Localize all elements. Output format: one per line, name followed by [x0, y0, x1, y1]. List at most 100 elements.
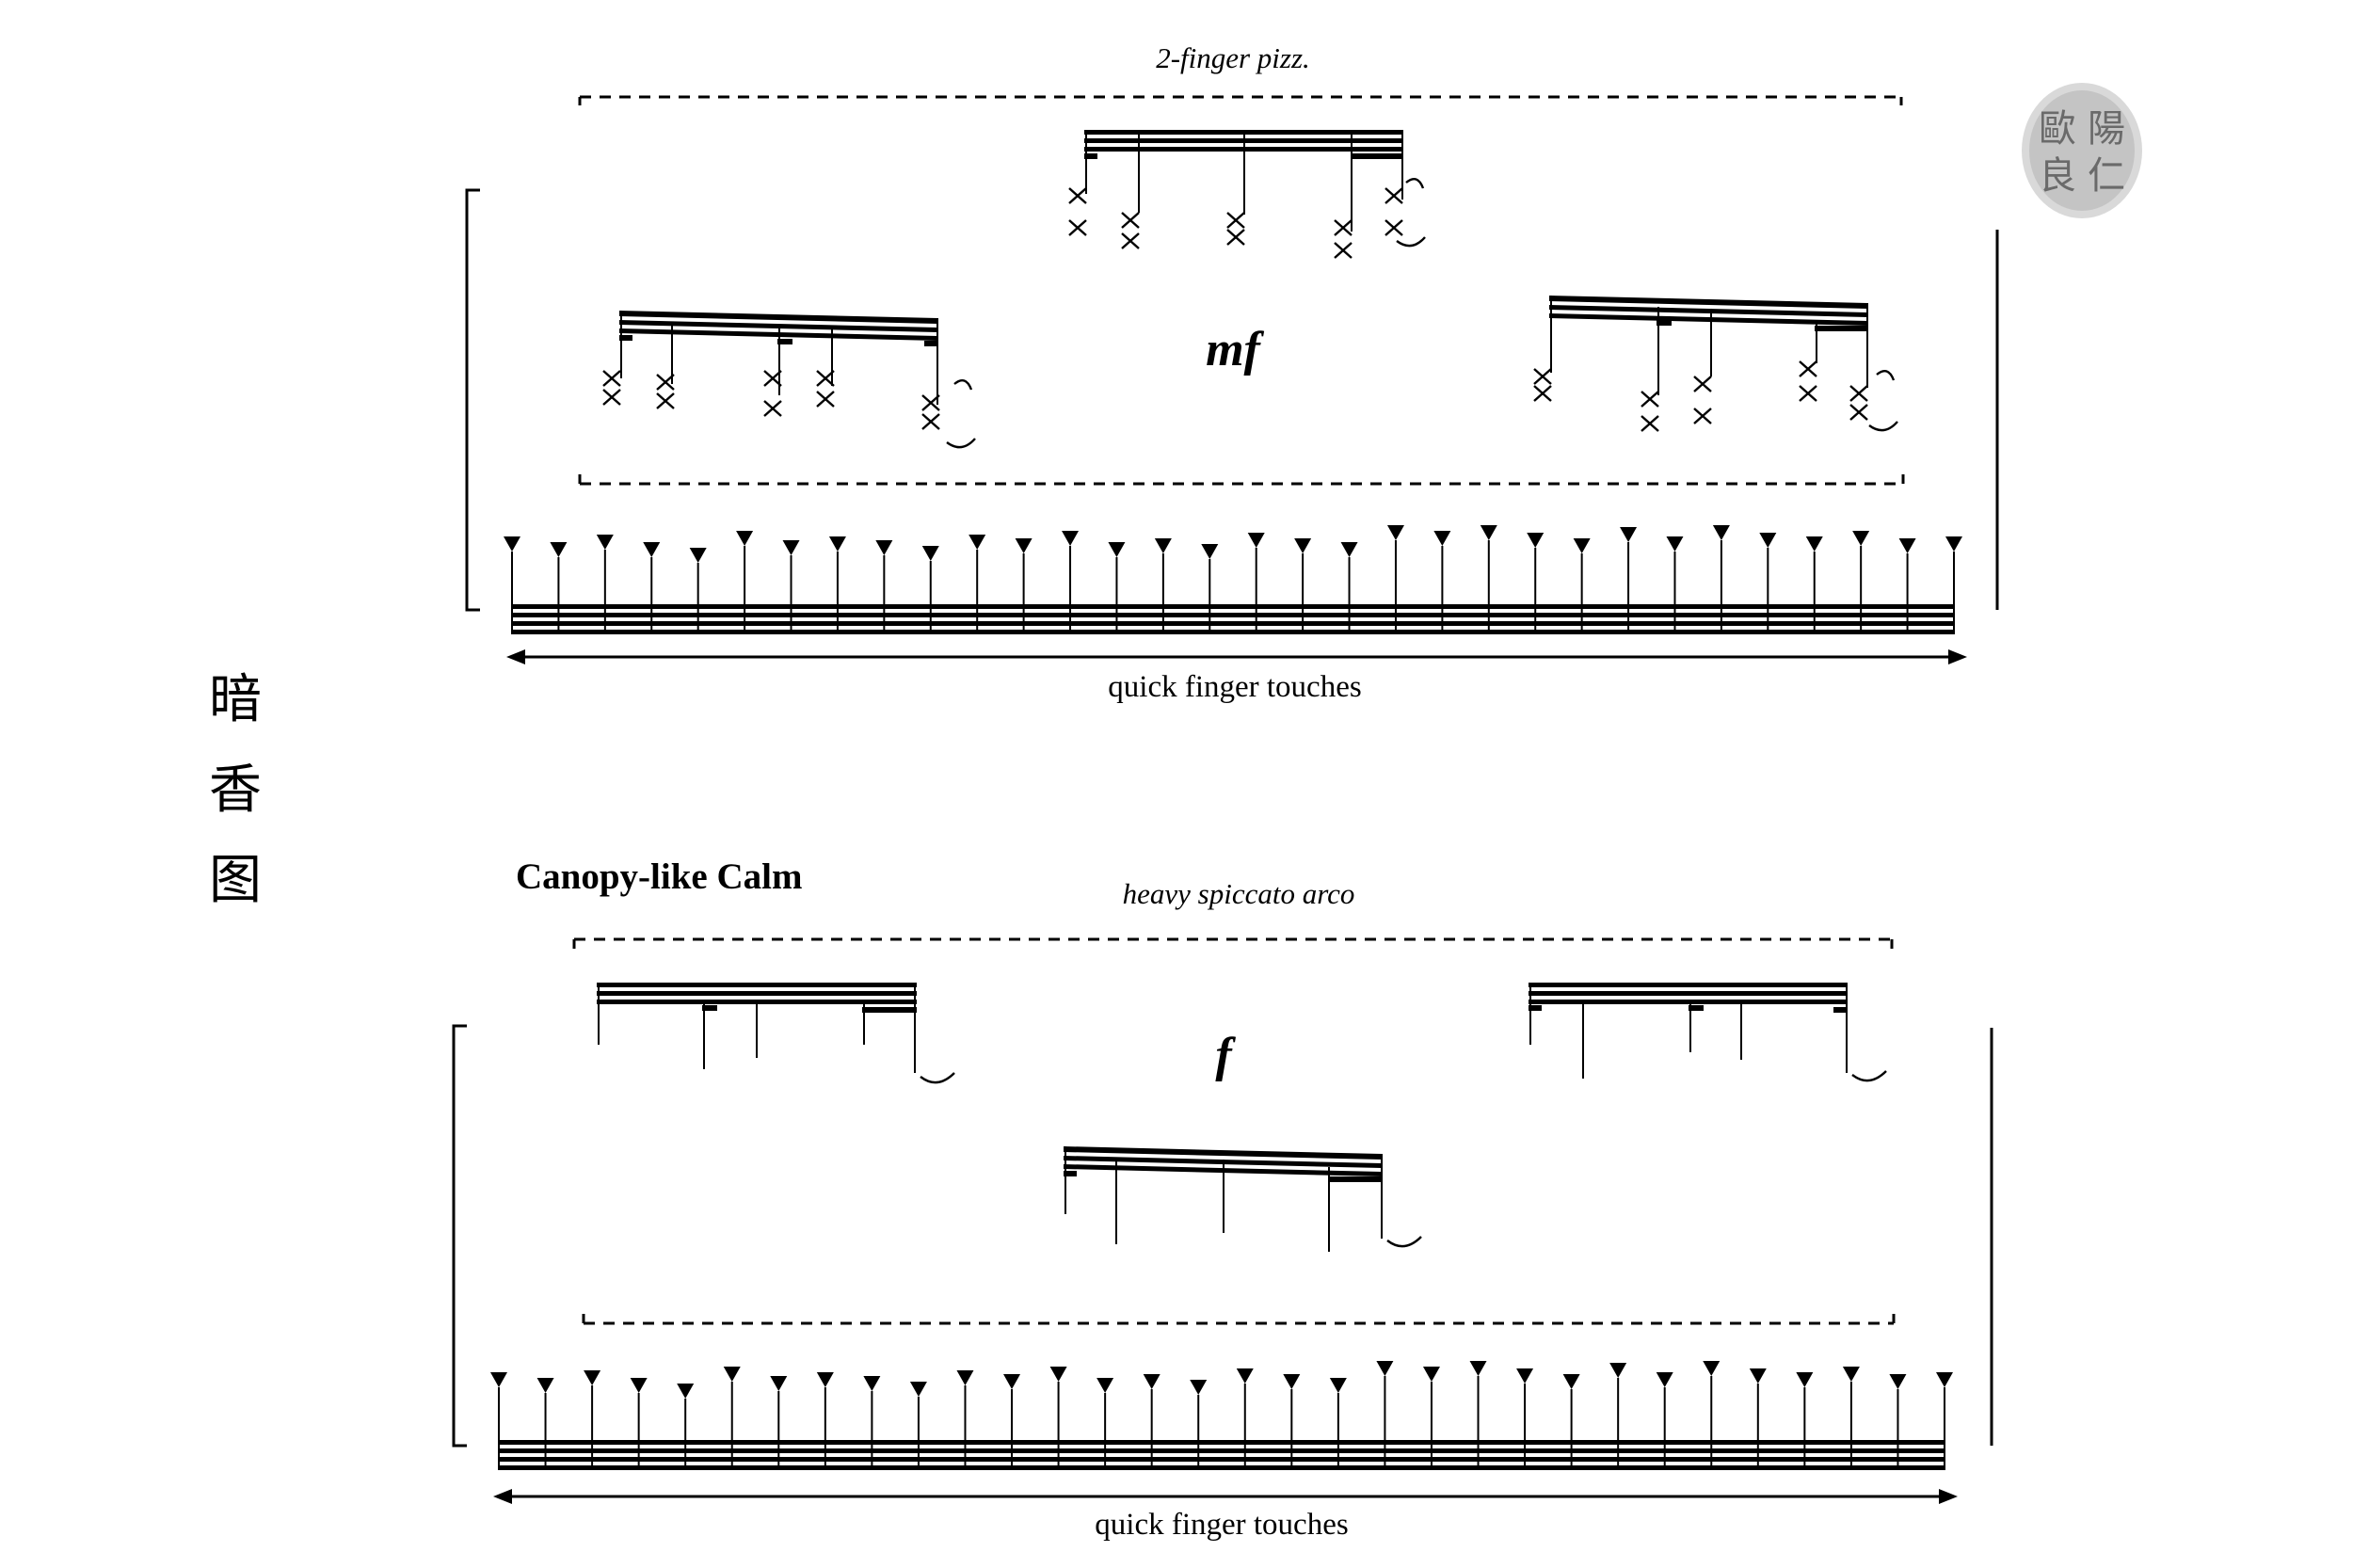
bottom-label: quick finger touches [1095, 1508, 1348, 1542]
tap-notehead [1433, 531, 1451, 546]
tap-notehead [921, 546, 939, 561]
tap-notehead [770, 1376, 788, 1391]
dynamic-marking: mf [1206, 323, 1264, 376]
tap-notehead [1283, 1374, 1301, 1389]
tap-notehead [1154, 538, 1172, 553]
seal-char-2: 陽 [2088, 107, 2125, 151]
beamed-figure-right [1529, 983, 1887, 1082]
staff-beam [512, 613, 1954, 617]
tap-notehead [909, 1382, 927, 1397]
staff-beam [499, 1448, 1945, 1453]
tap-notehead [1340, 542, 1358, 557]
staff-beam [499, 1440, 1945, 1445]
duration-arrow [493, 1489, 1958, 1504]
tap-notehead [677, 1384, 695, 1399]
tap-notehead [1469, 1361, 1487, 1376]
tap-notehead [1666, 536, 1684, 552]
tap-notehead [1656, 1372, 1673, 1387]
tap-notehead [1516, 1368, 1534, 1384]
tap-notehead [504, 536, 520, 552]
tap-figure [490, 1361, 1953, 1470]
tap-notehead [1329, 1378, 1347, 1393]
tap-notehead [643, 542, 661, 557]
side-title-char-2: 香 [209, 760, 262, 821]
tap-notehead [816, 1372, 834, 1387]
staff-beam [512, 604, 1954, 609]
beamed-figure-right [1533, 296, 1898, 432]
x-noteheads [1068, 177, 1426, 259]
side-title-char-3: 图 [209, 850, 262, 911]
side-title: 暗 香 图 [209, 669, 262, 911]
tap-notehead [536, 1378, 554, 1393]
staff-beam [512, 621, 1954, 626]
tap-notehead [1620, 527, 1638, 542]
tap-notehead [596, 535, 614, 550]
system-bracket-left [465, 188, 480, 612]
tap-notehead [1609, 1363, 1627, 1378]
tap-notehead [1003, 1374, 1021, 1389]
tap-notehead [1236, 1368, 1254, 1384]
system-1: 2-finger pizz. mf [465, 41, 1999, 704]
seal-stamp: 歐 陽 良 仁 [2022, 83, 2142, 218]
tap-notehead [1842, 1367, 1860, 1382]
beamed-figure-left [597, 983, 955, 1084]
tap-notehead [1898, 538, 1916, 553]
staff-beam [512, 630, 1954, 634]
tap-notehead [1573, 538, 1591, 553]
x-noteheads [1533, 360, 1898, 432]
tap-notehead [1190, 1380, 1208, 1395]
tap-notehead [1108, 542, 1126, 557]
tap-notehead [1749, 1368, 1767, 1384]
tap-notehead [1143, 1374, 1160, 1389]
tap-notehead [1712, 525, 1730, 540]
beamed-figure-left [602, 311, 976, 449]
technique-label: heavy spiccato arco [1123, 877, 1355, 910]
tap-notehead [584, 1370, 601, 1385]
tap-notehead [1480, 525, 1497, 540]
tap-notehead [1703, 1361, 1721, 1376]
system-bracket-left [452, 1024, 467, 1448]
tap-notehead [828, 536, 846, 552]
tap-notehead [1201, 544, 1219, 559]
tap-notehead [1527, 533, 1545, 548]
technique-label: 2-finger pizz. [1156, 41, 1310, 74]
tap-notehead [1386, 525, 1404, 540]
side-title-char-1: 暗 [209, 669, 262, 730]
tap-notehead [1376, 1361, 1394, 1376]
tap-notehead [968, 535, 986, 550]
system-2: Canopy-like Calm heavy spiccato arco f [452, 856, 1993, 1542]
beamed-figure-center [1064, 1146, 1422, 1252]
tap-notehead [1096, 1378, 1114, 1393]
section-title: Canopy-like Calm [516, 856, 802, 897]
beamed-figure-center [1068, 130, 1426, 259]
tap-notehead [1759, 533, 1777, 548]
tap-figure [504, 525, 1962, 634]
tap-notehead [1936, 1372, 1953, 1387]
tap-notehead [1796, 1372, 1814, 1387]
tap-notehead [1852, 531, 1870, 546]
tap-notehead [736, 531, 754, 546]
tap-notehead [1422, 1367, 1440, 1382]
tap-notehead [723, 1367, 741, 1382]
tap-notehead [1889, 1374, 1907, 1389]
tap-notehead [1805, 536, 1823, 552]
seal-char-1: 歐 [2039, 107, 2076, 151]
duration-arrow [506, 649, 1967, 664]
staff-beam [499, 1465, 1945, 1470]
tap-notehead [1049, 1367, 1067, 1382]
tap-notehead [956, 1370, 974, 1385]
tap-notehead [863, 1376, 881, 1391]
tap-notehead [490, 1372, 507, 1387]
tap-notehead [1945, 536, 1962, 552]
tap-notehead [1062, 531, 1080, 546]
tap-notehead [550, 542, 568, 557]
tap-notehead [1294, 538, 1312, 553]
bottom-label: quick finger touches [1108, 670, 1361, 704]
staff-beam [499, 1457, 1945, 1462]
tap-notehead [1015, 538, 1032, 553]
seal-char-4: 仁 [2088, 154, 2125, 198]
tap-notehead [875, 540, 893, 555]
tap-notehead [689, 548, 707, 563]
tap-notehead [782, 540, 800, 555]
